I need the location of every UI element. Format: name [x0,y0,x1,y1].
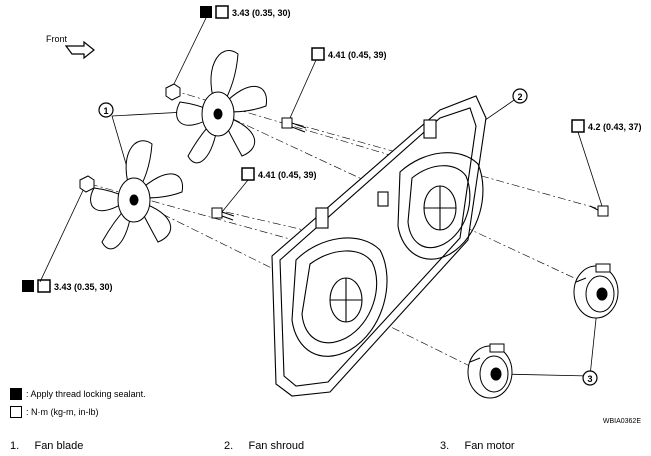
torque-bolt-upper: 4.41 (0.45, 39) [311,47,387,61]
callout-2-label: 2 [517,92,522,102]
torque-left: 3.43 (0.35, 30) [22,279,113,293]
fan-motor-upper [573,263,619,319]
torque-top-value: 3.43 (0.35, 30) [232,8,291,18]
callout-2: 2 [512,88,528,104]
torque-right: 4.2 (0.43, 37) [571,119,642,133]
torque-top: 3.43 (0.35, 30) [200,5,291,19]
part-2-name: Fan shroud [248,440,305,452]
fan-blade-lower [90,140,184,250]
torque-right-value: 4.2 (0.43, 37) [588,122,642,132]
front-arrow-icon [64,40,95,60]
fan-shroud [271,95,487,397]
fan-motor-lower [467,343,513,399]
legend-units: : N·m (kg-m, in-lb) [10,406,99,418]
callout-1: 1 [98,102,114,118]
callout-3: 3 [582,370,598,386]
part-2: 2. Fan shroud [224,440,304,452]
torque-bolt-upper-value: 4.41 (0.45, 39) [328,50,387,60]
part-1: 1. Fan blade [10,440,83,452]
legend-units-text: : N·m (kg-m, in-lb) [26,407,99,417]
torque-bolt-mid: 4.41 (0.45, 39) [241,167,317,181]
front-label: Front [46,34,68,44]
torque-wrench-icon [10,406,22,418]
bolt-right [589,205,609,217]
torque-left-value: 3.43 (0.35, 30) [54,282,113,292]
figure-code: WBIA0362E [602,418,641,425]
nut-upper [165,83,181,101]
sealant-icon [10,388,22,400]
legend-sealant-text: : Apply thread locking sealant. [26,389,146,399]
bolt-mid [211,207,235,221]
legend-sealant: : Apply thread locking sealant. [10,388,146,400]
part-1-name: Fan blade [34,440,84,452]
fan-blade-upper [176,50,267,164]
hardware [79,83,609,221]
part-2-num: 2. [224,440,234,452]
torque-bolt-mid-value: 4.41 (0.45, 39) [258,170,317,180]
bolt-upper [281,117,307,133]
part-3-num: 3. [440,440,450,452]
callout-3-label: 3 [587,374,592,384]
callout-1-label: 1 [103,106,108,116]
part-3: 3. Fan motor [440,440,515,452]
nut-lower [79,175,95,193]
part-3-name: Fan motor [464,440,515,452]
part-1-num: 1. [10,440,20,452]
